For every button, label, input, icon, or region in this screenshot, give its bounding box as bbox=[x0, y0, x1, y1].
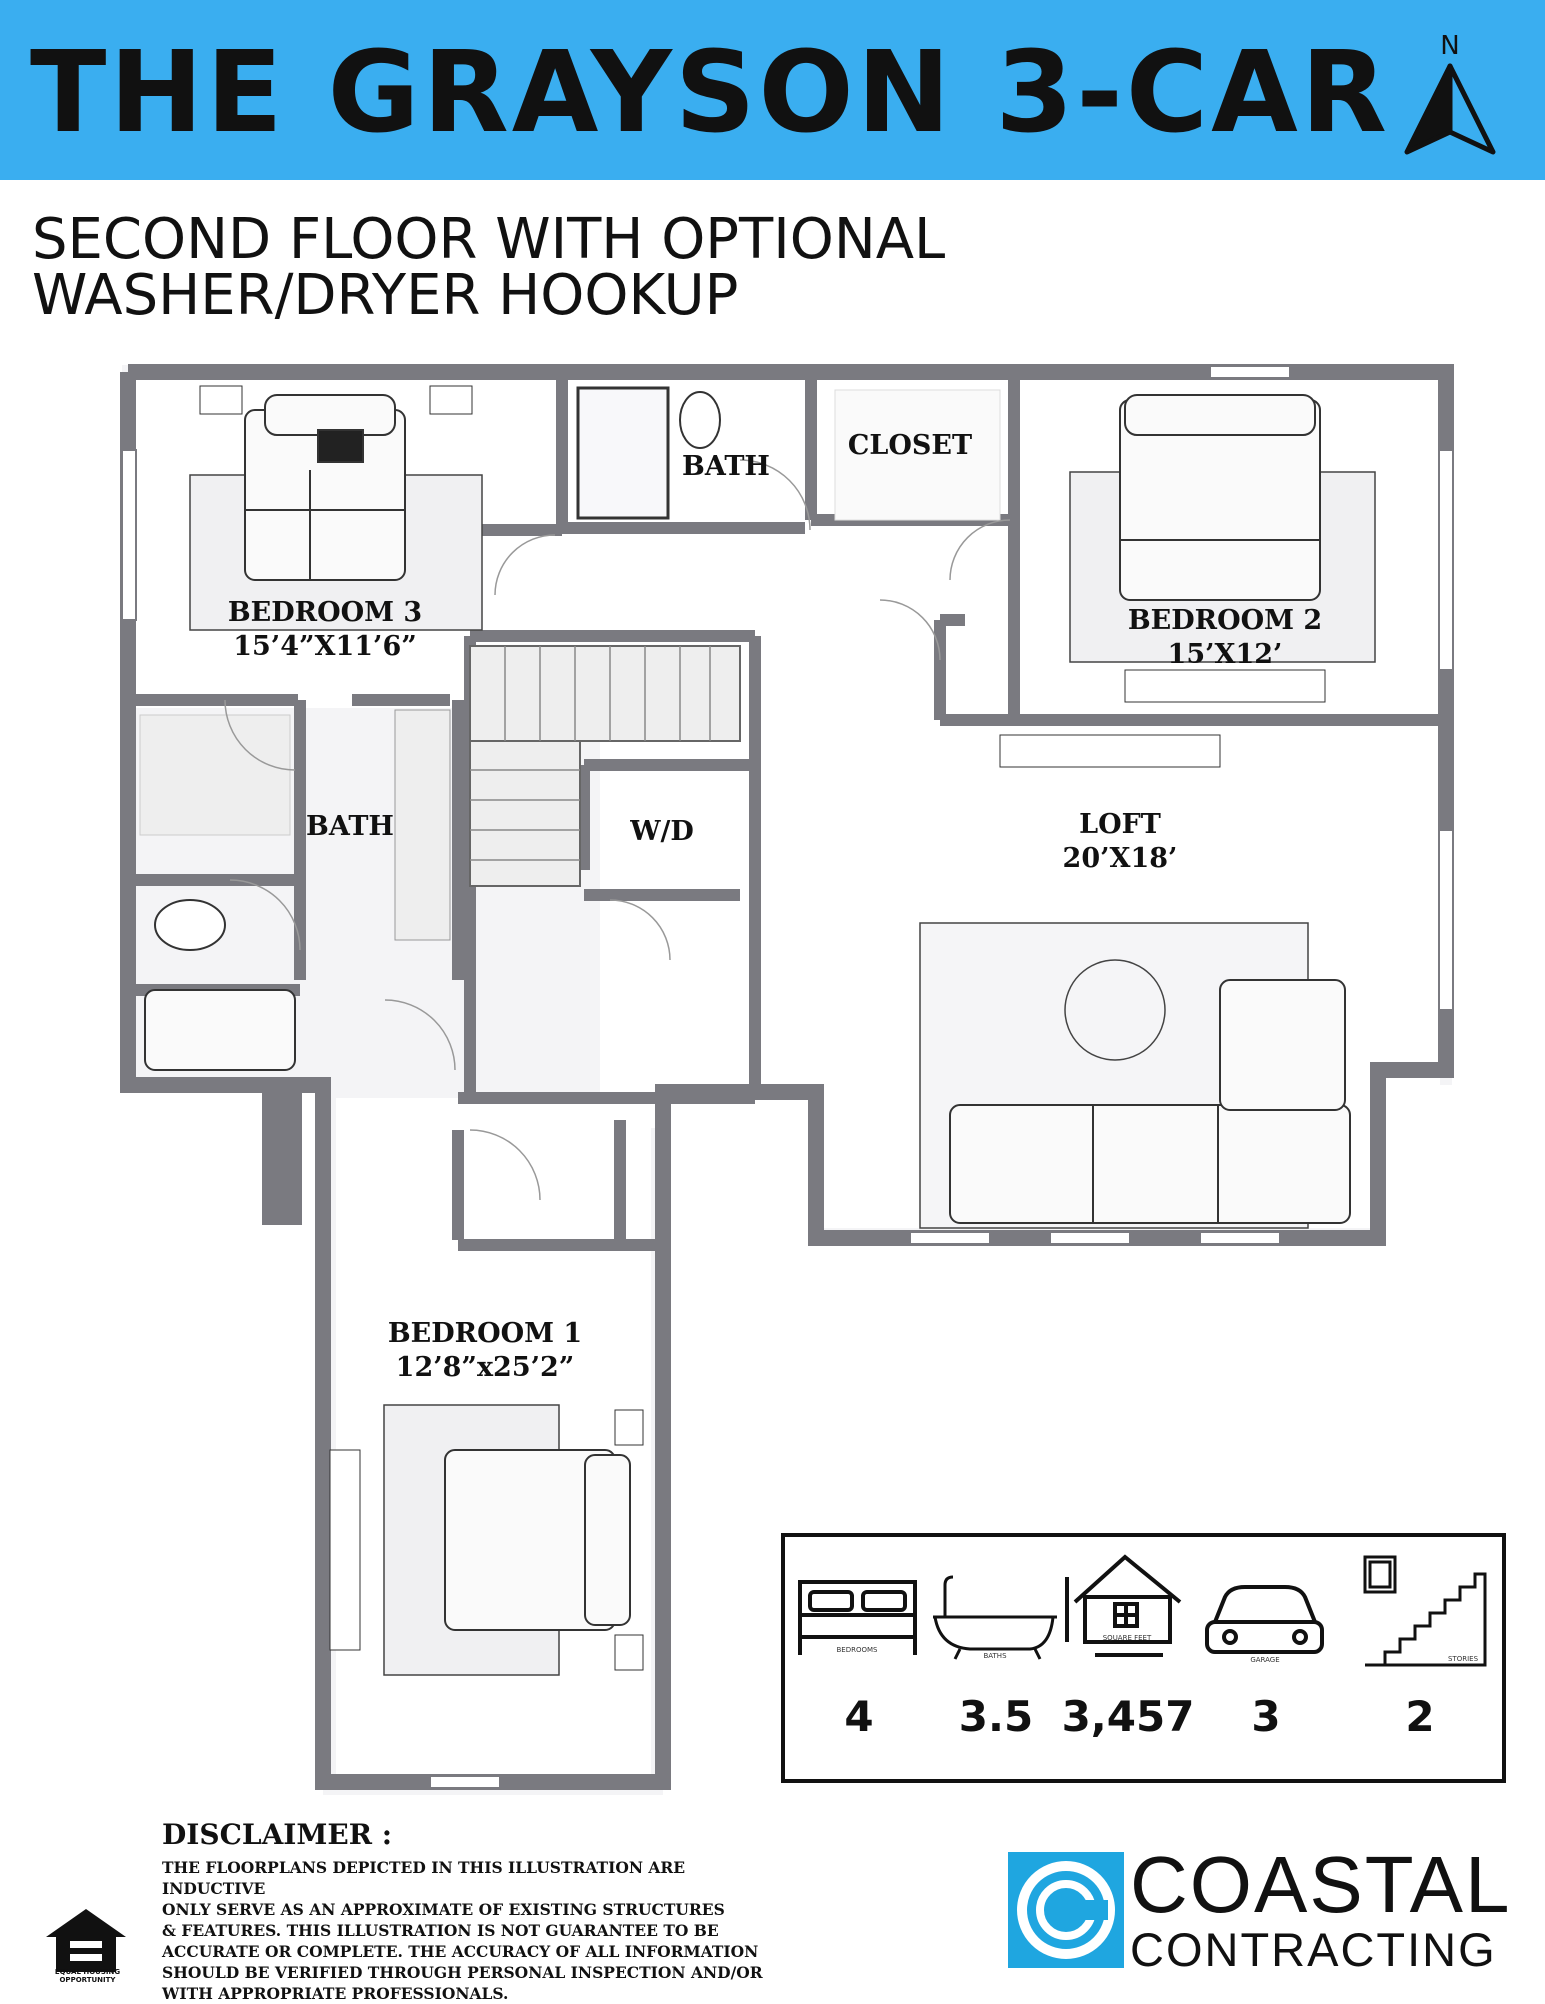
stat-caption-bedrooms: BEDROOMS bbox=[837, 1646, 879, 1654]
page-title: THE GRAYSON 3-CAR bbox=[30, 28, 1390, 158]
bathtub-icon bbox=[933, 1575, 1057, 1660]
equal-housing-icon bbox=[46, 1909, 126, 1972]
sectional-sofa bbox=[949, 979, 1351, 1224]
disclaimer-title: DISCLAIMER : bbox=[162, 1818, 393, 1851]
home-stats-panel: BEDROOMS BATHS SQUARE FEET GARA bbox=[781, 1533, 1506, 1783]
plan-subtitle: SECOND FLOOR WITH OPTIONAL WASHER/DRYER … bbox=[32, 212, 945, 324]
staircase bbox=[469, 645, 741, 887]
stat-caption-stories: STORIES bbox=[1448, 1655, 1479, 1663]
room-name: BATH bbox=[306, 811, 394, 842]
room-label-bedroom-2: BEDROOM 2 15’X12’ bbox=[1120, 604, 1330, 672]
room-name: BATH bbox=[682, 451, 770, 482]
room-label-loft: LOFT 20’X18’ bbox=[1045, 808, 1195, 876]
subtitle-line-2: WASHER/DRYER HOOKUP bbox=[32, 263, 739, 328]
disclaimer-line: ACCURATE OR COMPLETE. THE ACCURACY OF AL… bbox=[162, 1942, 759, 1961]
bed-bedroom-3 bbox=[244, 394, 406, 581]
room-name: CLOSET bbox=[847, 430, 973, 461]
stat-caption-garage: GARAGE bbox=[1250, 1656, 1279, 1664]
room-name: W/D bbox=[630, 816, 694, 847]
coastal-logo-icon bbox=[1008, 1852, 1124, 1968]
stat-caption-square-feet: SQUARE FEET bbox=[1103, 1634, 1152, 1642]
disclaimer-line: ONLY SERVE AS AN APPROXIMATE OF EXISTING… bbox=[162, 1900, 725, 1919]
equal-housing-caption-line: OPPORTUNITY bbox=[59, 1976, 116, 1984]
brand-name-bottom: CONTRACTING bbox=[1130, 1923, 1497, 1976]
brand-name-top: COASTAL bbox=[1130, 1840, 1512, 1929]
bed-bedroom-1 bbox=[444, 1449, 631, 1631]
bed-icon bbox=[798, 1580, 917, 1655]
disclaimer-line: & FEATURES. THIS ILLUSTRATION IS NOT GUA… bbox=[162, 1921, 719, 1940]
stairs-icon bbox=[1363, 1555, 1487, 1667]
stat-value-baths: 3.5 bbox=[958, 1692, 1034, 1741]
room-name: BEDROOM 2 bbox=[1127, 605, 1323, 636]
room-dimensions: 12’8”x25’2” bbox=[395, 1352, 575, 1383]
room-name: LOFT bbox=[1079, 809, 1161, 840]
room-dimensions: 15’X12’ bbox=[1167, 639, 1283, 670]
stat-value-stories: 2 bbox=[1405, 1692, 1435, 1741]
disclaimer-line: THE FLOORPLANS DEPICTED IN THIS ILLUSTRA… bbox=[162, 1858, 686, 1898]
disclaimer-text: THE FLOORPLANS DEPICTED IN THIS ILLUSTRA… bbox=[162, 1857, 782, 2004]
room-label-bath-left: BATH bbox=[300, 810, 400, 844]
equal-housing-caption-line: EQUAL HOUSING bbox=[54, 1968, 121, 1976]
compass-label: N bbox=[1440, 31, 1459, 61]
room-dimensions: 20’X18’ bbox=[1062, 843, 1178, 874]
room-label-bedroom-3: BEDROOM 3 15’4”X11’6” bbox=[200, 596, 450, 664]
bed-bedroom-2 bbox=[1119, 394, 1321, 601]
stat-value-garage: 3 bbox=[1251, 1692, 1281, 1741]
room-name: BEDROOM 1 bbox=[387, 1318, 583, 1349]
car-icon bbox=[1205, 1585, 1324, 1654]
subtitle-line-1: SECOND FLOOR WITH OPTIONAL bbox=[32, 207, 946, 272]
room-name: BEDROOM 3 bbox=[227, 597, 423, 628]
stat-caption-baths: BATHS bbox=[983, 1652, 1007, 1660]
stat-value-square-feet: 3,457 bbox=[1061, 1692, 1195, 1741]
room-label-bedroom-1: BEDROOM 1 12’8”x25’2” bbox=[375, 1317, 595, 1385]
north-arrow-icon: N bbox=[1404, 31, 1496, 155]
equal-housing-caption: EQUAL HOUSING OPPORTUNITY bbox=[40, 1968, 135, 1984]
disclaimer-line: SHOULD BE VERIFIED THROUGH PERSONAL INSP… bbox=[162, 1963, 763, 1982]
house-icon bbox=[1065, 1554, 1182, 1657]
header-banner bbox=[0, 0, 1545, 180]
room-label-bath-top: BATH bbox=[676, 450, 776, 484]
stats-icons: BEDROOMS BATHS SQUARE FEET GARA bbox=[798, 1554, 1487, 1667]
stat-value-bedrooms: 4 bbox=[844, 1692, 874, 1741]
room-label-wd: W/D bbox=[612, 815, 712, 849]
disclaimer-line: WITH APPROPRIATE PROFESSIONALS. bbox=[162, 1984, 509, 2003]
room-dimensions: 15’4”X11’6” bbox=[233, 631, 417, 662]
room-label-closet: CLOSET bbox=[845, 429, 975, 463]
